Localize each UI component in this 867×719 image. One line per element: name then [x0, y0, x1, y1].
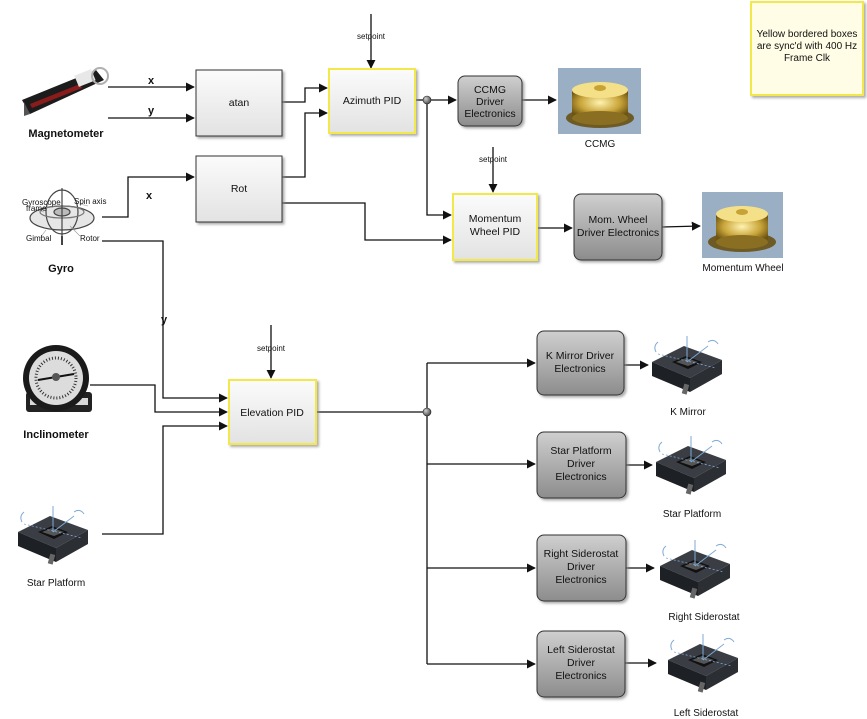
wire-incl-elev	[90, 384, 228, 417]
gyro-gimbal-label: Gimbal	[26, 234, 52, 243]
momentum-wheel-image	[702, 192, 783, 258]
kmirror-image	[651, 335, 723, 396]
junction-azimuth	[422, 95, 432, 105]
driver-mw-line2: Driver Electronics	[577, 227, 659, 239]
wire-junction-momentum	[426, 103, 452, 220]
inclinometer-image	[23, 345, 92, 412]
driver-star-platform: Star Platform Driver Electronics	[536, 431, 627, 499]
signal-y-gyro: y	[161, 314, 168, 326]
gyro-label: Gyro	[48, 263, 74, 275]
setpoint-momentum: setpoint	[479, 155, 508, 164]
block-atan-label: atan	[229, 97, 250, 109]
driver-kmirror-line2: Electronics	[554, 363, 605, 375]
setpoint-azimuth: setpoint	[357, 32, 386, 41]
wire-gyro-rot	[102, 172, 195, 218]
driver-ccmg-line2: Driver	[476, 96, 505, 108]
note-line-3: Frame Clk	[784, 53, 831, 64]
star-platform-input-label: Star Platform	[27, 578, 85, 589]
sync-note: Yellow bordered boxes are sync'd with 40…	[750, 1, 864, 96]
left-siderostat-image	[667, 633, 739, 694]
star-platform-label: Star Platform	[663, 509, 721, 520]
gyro-frame-label-2: frame	[26, 204, 47, 213]
driver-star-line1: Star Platform	[550, 445, 612, 457]
block-rot-label: Rot	[231, 183, 247, 195]
driver-left-line1: Left Siderostat	[547, 644, 615, 656]
driver-kmirror-line1: K Mirror Driver	[546, 350, 615, 362]
junction-elevation	[422, 407, 432, 417]
ccmg-label: CCMG	[585, 139, 616, 150]
magnetometer-image	[22, 67, 109, 116]
gyro-image	[29, 188, 95, 245]
block-atan: atan	[195, 69, 283, 137]
wire-star-elev	[102, 421, 228, 535]
inclinometer-label: Inclinometer	[23, 429, 89, 441]
driver-right-line3: Electronics	[555, 574, 606, 586]
driver-star-line2: Driver	[567, 458, 596, 470]
block-momentum-pid: Momentum Wheel PID	[452, 193, 538, 261]
gyro-frame-label-1: Gyroscope	[22, 198, 61, 207]
note-line-2: are sync'd with 400 Hz	[757, 41, 857, 52]
block-momentum-line1: Momentum	[469, 213, 522, 225]
connectors	[90, 14, 701, 669]
block-elevation-pid: Elevation PID	[228, 379, 317, 445]
gyro-rotor-label: Rotor	[80, 234, 100, 243]
driver-kmirror: K Mirror Driver Electronics	[536, 330, 625, 396]
note-line-1: Yellow bordered boxes	[757, 29, 858, 40]
driver-right-line1: Right Siderostat	[544, 548, 619, 560]
signal-x-gyro: x	[146, 190, 153, 202]
wire-mw-out	[661, 221, 701, 231]
driver-ccmg-line1: CCMG	[474, 84, 506, 96]
signal-x-mag: x	[148, 75, 155, 87]
wire-gyro-elev	[102, 240, 228, 403]
kmirror-label: K Mirror	[670, 407, 706, 418]
driver-ccmg-line3: Electronics	[464, 108, 515, 120]
driver-ccmg: CCMG Driver Electronics	[457, 75, 523, 127]
right-siderostat-label: Right Siderostat	[668, 612, 739, 623]
signal-y-mag: y	[148, 105, 155, 117]
block-azimuth-pid: Azimuth PID	[328, 68, 416, 134]
driver-star-line3: Electronics	[555, 471, 606, 483]
driver-mom-wheel: Mom. Wheel Driver Electronics	[573, 193, 663, 261]
driver-right-siderostat: Right Siderostat Driver Electronics	[536, 534, 627, 602]
star-platform-input-image	[17, 505, 89, 566]
block-momentum-line2: Wheel PID	[470, 226, 521, 238]
block-elevation-label: Elevation PID	[240, 407, 304, 419]
ccmg-image	[558, 68, 641, 134]
gyro-spin-axis-label: Spin axis	[74, 197, 106, 206]
magnetometer-label: Magnetometer	[28, 128, 104, 140]
momentum-wheel-label: Momentum Wheel	[702, 263, 783, 274]
driver-mw-line1: Mom. Wheel	[589, 214, 648, 226]
driver-right-line2: Driver	[567, 561, 596, 573]
star-platform-image	[655, 435, 727, 496]
driver-left-line3: Electronics	[555, 670, 606, 682]
block-azimuth-label: Azimuth PID	[343, 95, 402, 107]
wire-rot-azimuth	[282, 108, 328, 178]
driver-left-line2: Driver	[567, 657, 596, 669]
right-siderostat-image	[659, 539, 731, 600]
wire-atan-azimuth	[282, 83, 328, 103]
block-rot: Rot	[195, 155, 283, 223]
setpoint-elevation: setpoint	[257, 344, 286, 353]
driver-left-siderostat: Left Siderostat Driver Electronics	[536, 630, 626, 698]
wire-rot-momentum	[282, 202, 452, 245]
left-siderostat-label: Left Siderostat	[674, 708, 739, 719]
